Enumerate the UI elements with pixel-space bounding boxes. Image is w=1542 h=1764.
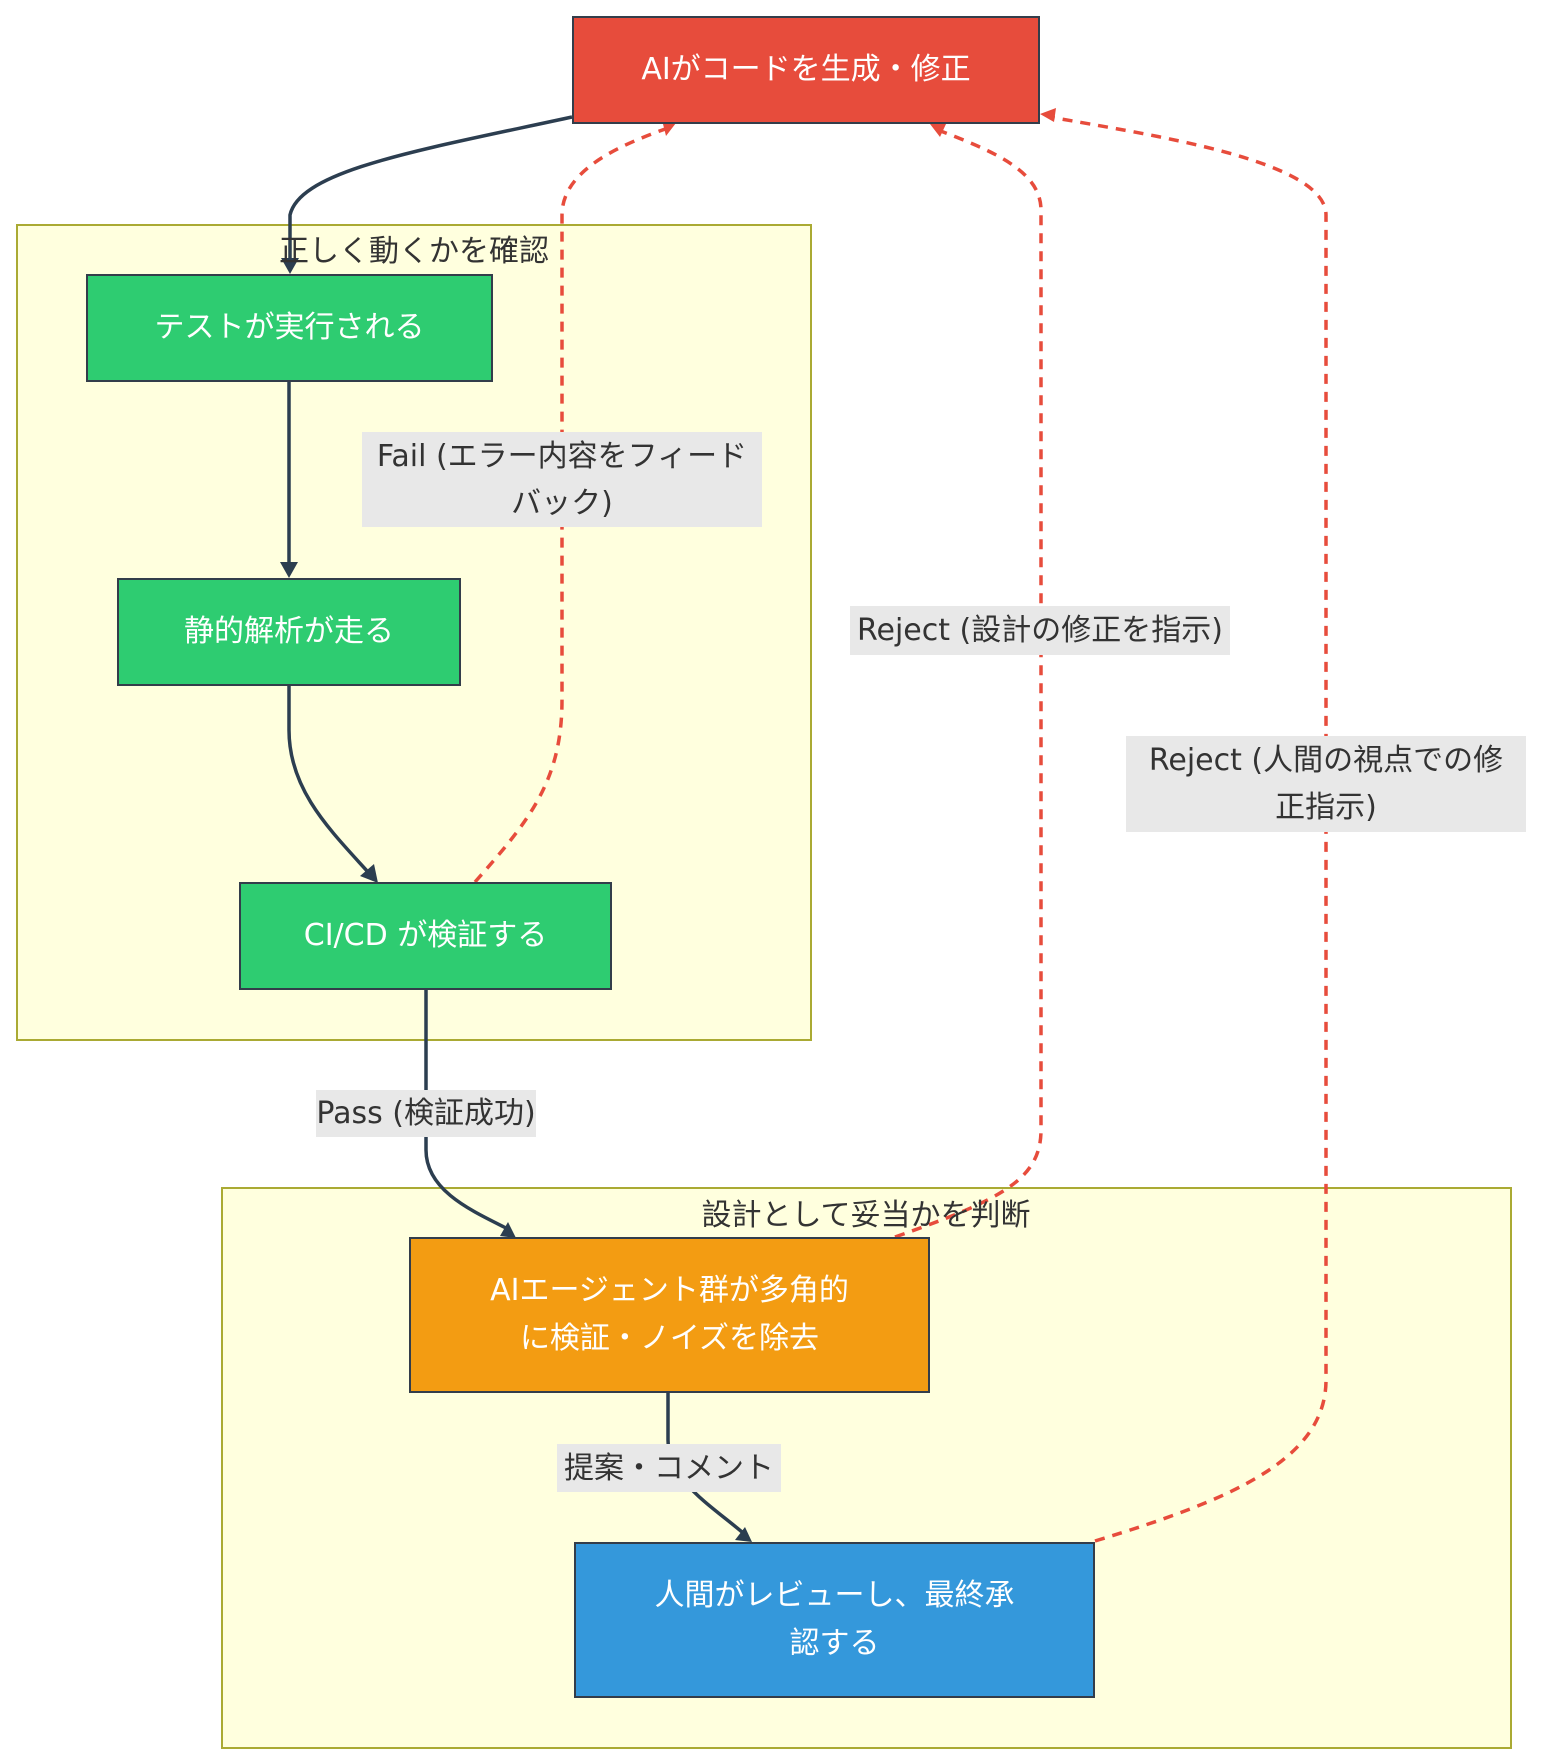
edge-agents-to-ai-reject bbox=[894, 128, 1043, 1239]
edge-label-suggest: 提案・コメント bbox=[557, 1444, 781, 1492]
node-ai-agents[interactable]: AIエージェント群が多角的 に検証・ノイズを除去 bbox=[409, 1237, 930, 1393]
node-test-run-label: テストが実行される bbox=[154, 310, 425, 345]
node-ai-generate[interactable]: AIがコードを生成・修正 bbox=[572, 16, 1040, 124]
edge-lint-to-ci bbox=[287, 686, 370, 874]
edge-ci-to-ai-fail bbox=[473, 126, 669, 884]
cluster-verify-title: 正しく動くかを確認 bbox=[279, 234, 549, 269]
node-ci-cd-label: CI/CD が検証する bbox=[303, 918, 548, 953]
edge-label-reject-design: Reject (設計の修正を指示) bbox=[850, 606, 1230, 655]
edge-label-fail: Fail (エラー内容をフィード バック) bbox=[362, 432, 762, 527]
arrowhead-ci-to-agents bbox=[500, 1222, 516, 1238]
arrowhead-human-to-ai bbox=[1040, 108, 1056, 122]
node-ai-generate-label: AIがコードを生成・修正 bbox=[641, 52, 971, 87]
node-ai-agents-label: AIエージェント群が多角的 に検証・ノイズを除去 bbox=[490, 1273, 849, 1356]
edge-label-suggest-text: 提案・コメント bbox=[564, 1450, 774, 1486]
edge-label-reject-human-text: Reject (人間の視点での修 正指示) bbox=[1148, 743, 1504, 825]
arrowhead-agents-to-ai bbox=[930, 124, 946, 137]
node-human-review[interactable]: 人間がレビューし、最終承 認する bbox=[574, 1542, 1095, 1698]
cluster-judge-title: 設計として妥当かを判断 bbox=[701, 1198, 1031, 1233]
edge-label-pass-text: Pass (検証成功) bbox=[316, 1096, 536, 1131]
edge-ai-to-test bbox=[288, 115, 573, 262]
arrowhead-agents-to-human bbox=[735, 1527, 752, 1542]
node-human-review-label: 人間がレビューし、最終承 認する bbox=[654, 1578, 1015, 1661]
edge-label-reject-human: Reject (人間の視点での修 正指示) bbox=[1126, 736, 1526, 832]
node-test-run[interactable]: テストが実行される bbox=[86, 274, 493, 382]
edge-ci-to-agents-pass bbox=[424, 990, 507, 1230]
arrowhead-ci-to-ai-fail bbox=[662, 120, 676, 136]
edge-label-fail-text: Fail (エラー内容をフィード バック) bbox=[376, 438, 748, 521]
node-static-analysis[interactable]: 静的解析が走る bbox=[117, 578, 461, 686]
arrowhead-ai-to-test bbox=[281, 258, 299, 274]
node-ci-cd[interactable]: CI/CD が検証する bbox=[239, 882, 612, 990]
edge-label-reject-design-text: Reject (設計の修正を指示) bbox=[857, 613, 1223, 648]
edge-label-pass: Pass (検証成功) bbox=[316, 1090, 536, 1137]
node-static-analysis-label: 静的解析が走る bbox=[184, 614, 394, 649]
arrowhead-test-to-lint bbox=[280, 562, 298, 578]
arrowhead-lint-to-ci bbox=[360, 864, 378, 883]
